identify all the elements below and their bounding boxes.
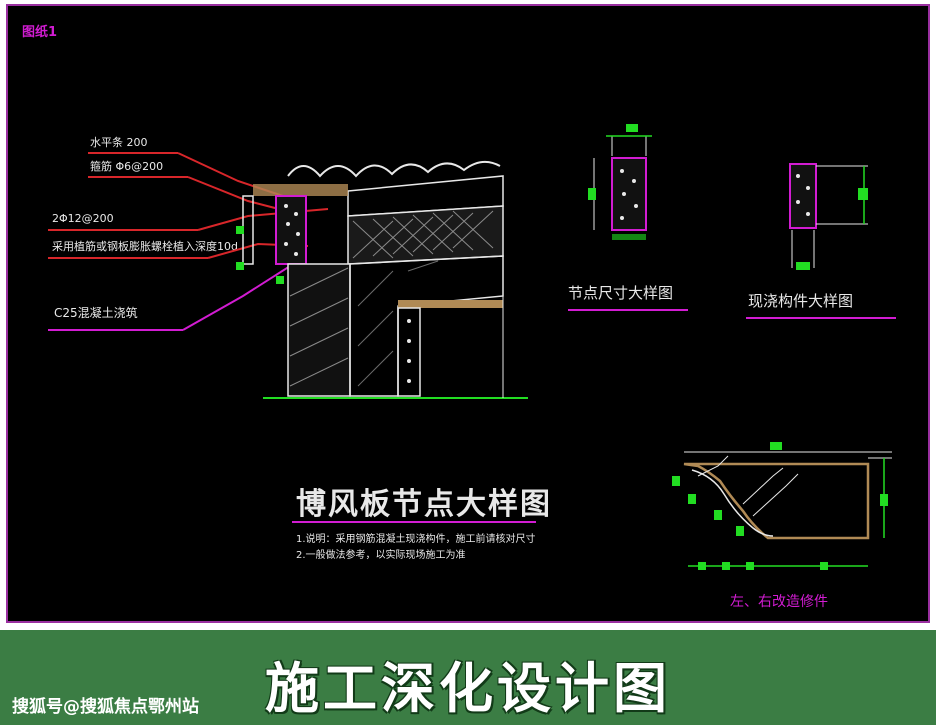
detail-c-title: 左、右改造修件 [730,594,828,610]
leader-lines [48,152,329,331]
detail-b-drawing [789,163,868,270]
detail-a-title: 节点尺寸大样图 [568,284,673,302]
leader-label-2: 箍筋 Φ6@200 [90,159,163,173]
leader-label-3: 2Φ12@200 [52,212,114,225]
detail-c-drawing [672,442,892,570]
leader-label-1: 水平条 200 [90,135,148,149]
title-banner: 施工深化设计图 搜狐号@搜狐焦点鄂州站 [0,630,936,725]
watermark-text: 搜狐号@搜狐焦点鄂州站 [12,697,199,717]
detail-b-title: 现浇构件大样图 [748,292,853,310]
cad-drawing: 图纸1 水平条 200 箍筋 Φ6@200 2Φ12@200 采用植筋或钢板膨胀… [22,24,896,610]
note-line-2: 2.一般做法参考，以实际现场施工为准 [296,548,466,561]
leader-label-5: C25混凝土浇筑 [54,305,138,320]
banner-title: 施工深化设计图 [265,657,671,720]
main-detail-title: 博风板节点大样图 [296,487,552,522]
cad-drawing-canvas: 图纸1 水平条 200 箍筋 Φ6@200 2Φ12@200 采用植筋或钢板膨胀… [6,4,930,623]
leader-label-4: 采用植筋或钢板膨胀螺栓植入深度10d [52,239,238,253]
detail-a-drawing [588,124,652,240]
note-line-1: 1.说明：采用钢筋混凝土现浇构件，施工前请核对尺寸 [296,532,536,545]
corner-label: 图纸1 [22,24,57,40]
main-section-detail [236,160,528,399]
